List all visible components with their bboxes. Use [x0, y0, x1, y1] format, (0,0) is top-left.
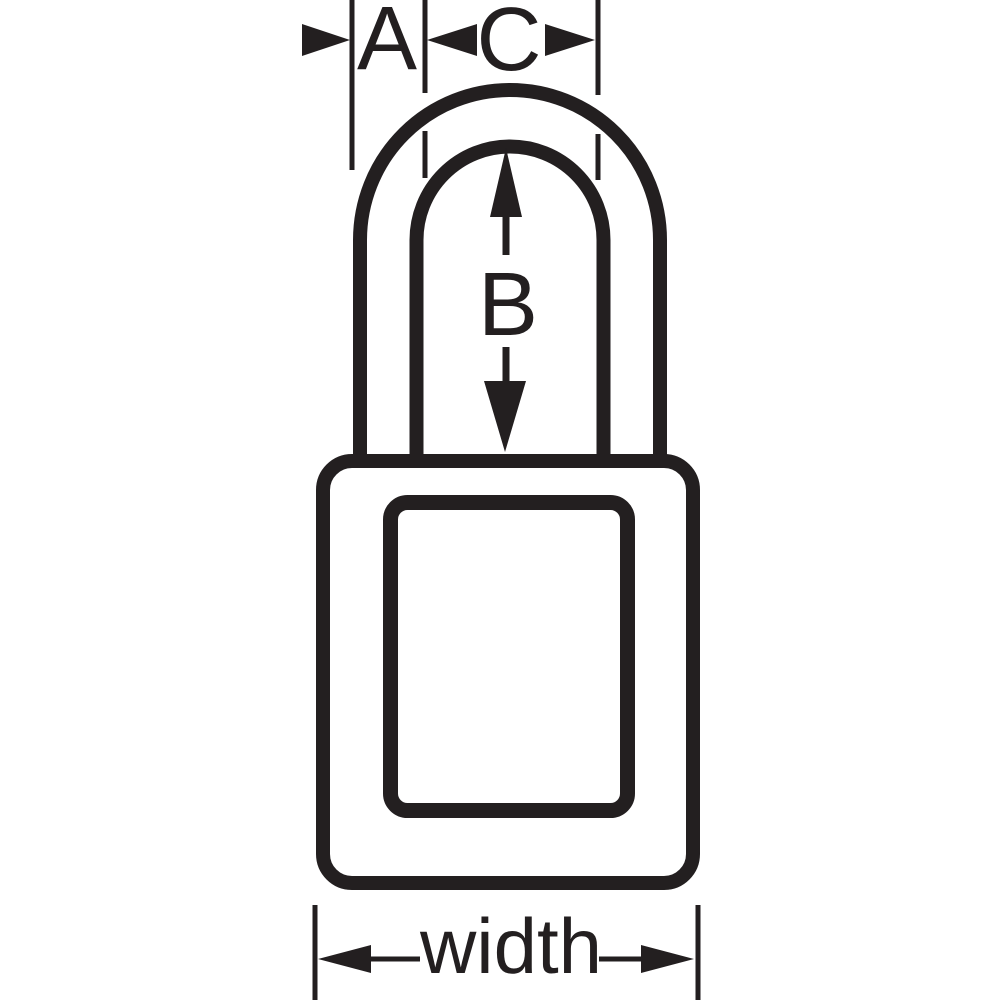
lock-face-panel: [383, 495, 635, 818]
shackle-outer-outline: [353, 83, 667, 468]
dimension-a: A: [302, 0, 417, 170]
dim-a-extension-line-left: [349, 0, 355, 170]
dim-width-arrow-right-icon: [641, 945, 694, 973]
dim-b-label: B: [478, 255, 538, 355]
dim-c-arrow-right-icon: [545, 24, 595, 56]
dim-b-arrow-down-icon: [484, 381, 526, 452]
dim-a-label: A: [357, 0, 417, 89]
dim-width-label: width: [419, 902, 602, 990]
dim-b-stem-upper: [502, 215, 510, 255]
dimension-c: C: [422, 0, 601, 180]
dimension-width: width: [312, 902, 701, 1000]
dim-width-extension-line-right: [695, 905, 701, 1000]
dim-c-extension-line-right-upper: [595, 0, 601, 95]
dim-width-stem-right: [599, 956, 642, 962]
padlock-figure: [316, 83, 700, 890]
shackle-inner-outline: [409, 139, 611, 468]
dim-b-stem-lower: [502, 347, 510, 382]
dim-c-extension-line-left-lower: [422, 131, 428, 178]
dim-b-arrow-up-icon: [490, 148, 522, 217]
dim-c-extension-line-right-lower: [595, 134, 601, 180]
dim-width-arrow-left-icon: [318, 945, 371, 973]
dim-width-extension-line-left: [312, 905, 318, 1000]
dim-c-extension-line-left-upper: [422, 0, 428, 93]
dimension-b: B: [478, 148, 538, 452]
dim-a-arrow-left-icon: [302, 24, 350, 56]
dim-c-label: C: [477, 0, 542, 90]
dim-width-stem-left: [370, 956, 420, 962]
dim-c-arrow-left-icon: [427, 24, 477, 56]
